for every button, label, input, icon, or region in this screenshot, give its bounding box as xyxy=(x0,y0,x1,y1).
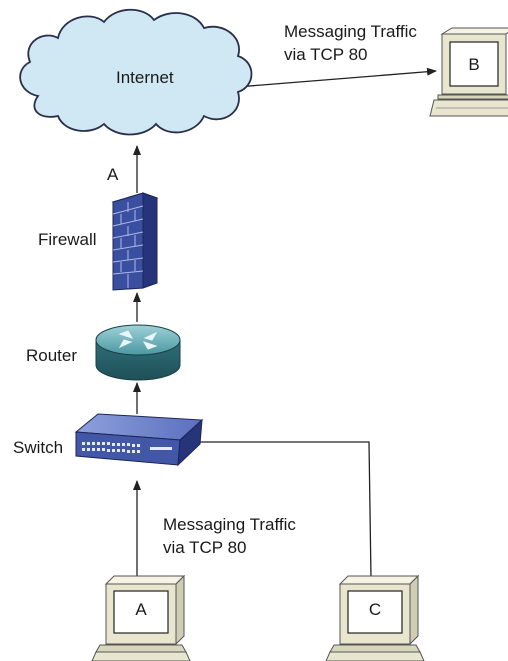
top-traffic-line2: via TCP 80 xyxy=(284,45,368,64)
internet-link-marker: A xyxy=(107,165,119,184)
internet-cloud-icon xyxy=(19,8,253,136)
computer-b-icon xyxy=(429,27,508,117)
computer-c-icon xyxy=(325,574,425,661)
firewall-label: Firewall xyxy=(38,230,97,249)
top-traffic-line1: Messaging Traffic xyxy=(284,22,417,41)
computer-a-label: A xyxy=(135,600,147,619)
switch-label: Switch xyxy=(13,438,64,457)
computer-a-icon xyxy=(91,574,191,661)
link-internet-to-b xyxy=(236,67,437,88)
bottom-traffic-line2: via TCP 80 xyxy=(163,538,247,557)
router-label: Router xyxy=(26,346,78,365)
computer-c-label: C xyxy=(368,600,382,619)
bottom-traffic-line1: Messaging Traffic xyxy=(163,515,296,534)
computer-b-label: B xyxy=(468,55,480,74)
link-switch-to-c xyxy=(200,441,372,580)
internet-label: Internet xyxy=(116,68,174,87)
switch-icon xyxy=(74,413,204,467)
firewall-icon xyxy=(111,192,159,291)
router-icon xyxy=(95,324,181,381)
